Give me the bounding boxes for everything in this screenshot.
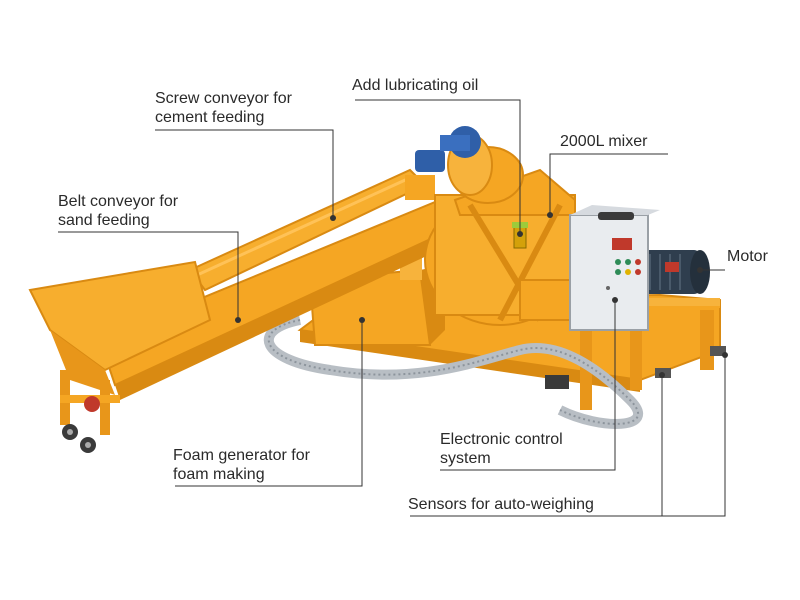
label-control-system: Electronic control system <box>440 430 563 468</box>
label-belt-conveyor-line1: Belt conveyor for <box>58 193 179 210</box>
label-lubricating-oil-line1: Add lubricating oil <box>352 77 479 94</box>
leader-mixer <box>549 153 668 215</box>
leader-belt-conveyor <box>58 231 239 320</box>
label-foam-generator: Foam generator for foam making <box>173 446 310 484</box>
leader-lubricating-oil <box>355 99 521 234</box>
label-screw-conveyor-line1: Screw conveyor for <box>155 90 292 107</box>
label-lubricating-oil: Add lubricating oil <box>352 76 478 95</box>
label-mixer-line1: 2000L mixer <box>560 133 648 150</box>
label-foam-generator-line2: foam making <box>173 466 265 483</box>
leader-lines <box>58 99 728 517</box>
control-cabinet <box>569 205 660 331</box>
label-control-system-line2: system <box>440 450 491 467</box>
leader-control-system <box>440 300 616 471</box>
label-motor: Motor <box>727 247 768 266</box>
leader-foam-generator <box>175 320 363 487</box>
label-sensors-line1: Sensors for auto-weighing <box>408 496 594 513</box>
label-foam-generator-line1: Foam generator for <box>173 447 310 464</box>
main-motor <box>640 250 710 294</box>
label-control-system-line1: Electronic control <box>440 431 563 448</box>
label-belt-conveyor: Belt conveyor for sand feeding <box>58 192 178 230</box>
label-sensors: Sensors for auto-weighing <box>408 495 594 514</box>
label-mixer: 2000L mixer <box>560 132 647 151</box>
leader-screw-conveyor <box>155 129 334 218</box>
foam-hose <box>263 315 643 429</box>
label-belt-conveyor-line2: sand feeding <box>58 212 150 229</box>
belt-conveyor <box>28 198 452 453</box>
label-motor-line1: Motor <box>727 248 768 265</box>
label-screw-conveyor: Screw conveyor for cement feeding <box>155 89 292 127</box>
mixer-drive <box>415 126 524 204</box>
label-screw-conveyor-line2: cement feeding <box>155 109 265 126</box>
